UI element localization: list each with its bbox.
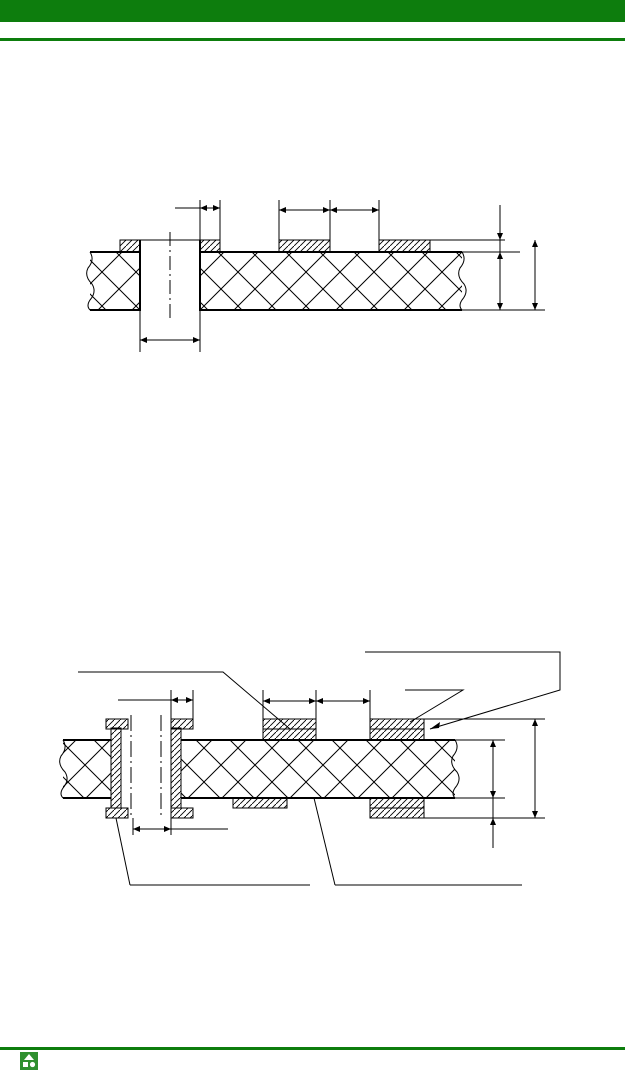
publisher-logo-icon — [20, 1052, 38, 1070]
figure-single-sided-board — [86, 200, 545, 352]
bottom-conductors — [105, 797, 425, 819]
figure-double-sided-board — [59, 651, 561, 886]
dimension-arrows — [140, 205, 538, 343]
footer-rule — [0, 1047, 625, 1050]
through-hole — [139, 232, 201, 318]
header-bar — [0, 0, 625, 22]
dimension-lines — [139, 200, 545, 352]
top-conductors — [119, 239, 431, 253]
leader-lines — [78, 651, 561, 886]
top-conductors — [105, 718, 425, 741]
plated-through-hole — [110, 715, 182, 815]
dimension-arrows — [133, 697, 538, 832]
header-rule — [0, 38, 625, 41]
